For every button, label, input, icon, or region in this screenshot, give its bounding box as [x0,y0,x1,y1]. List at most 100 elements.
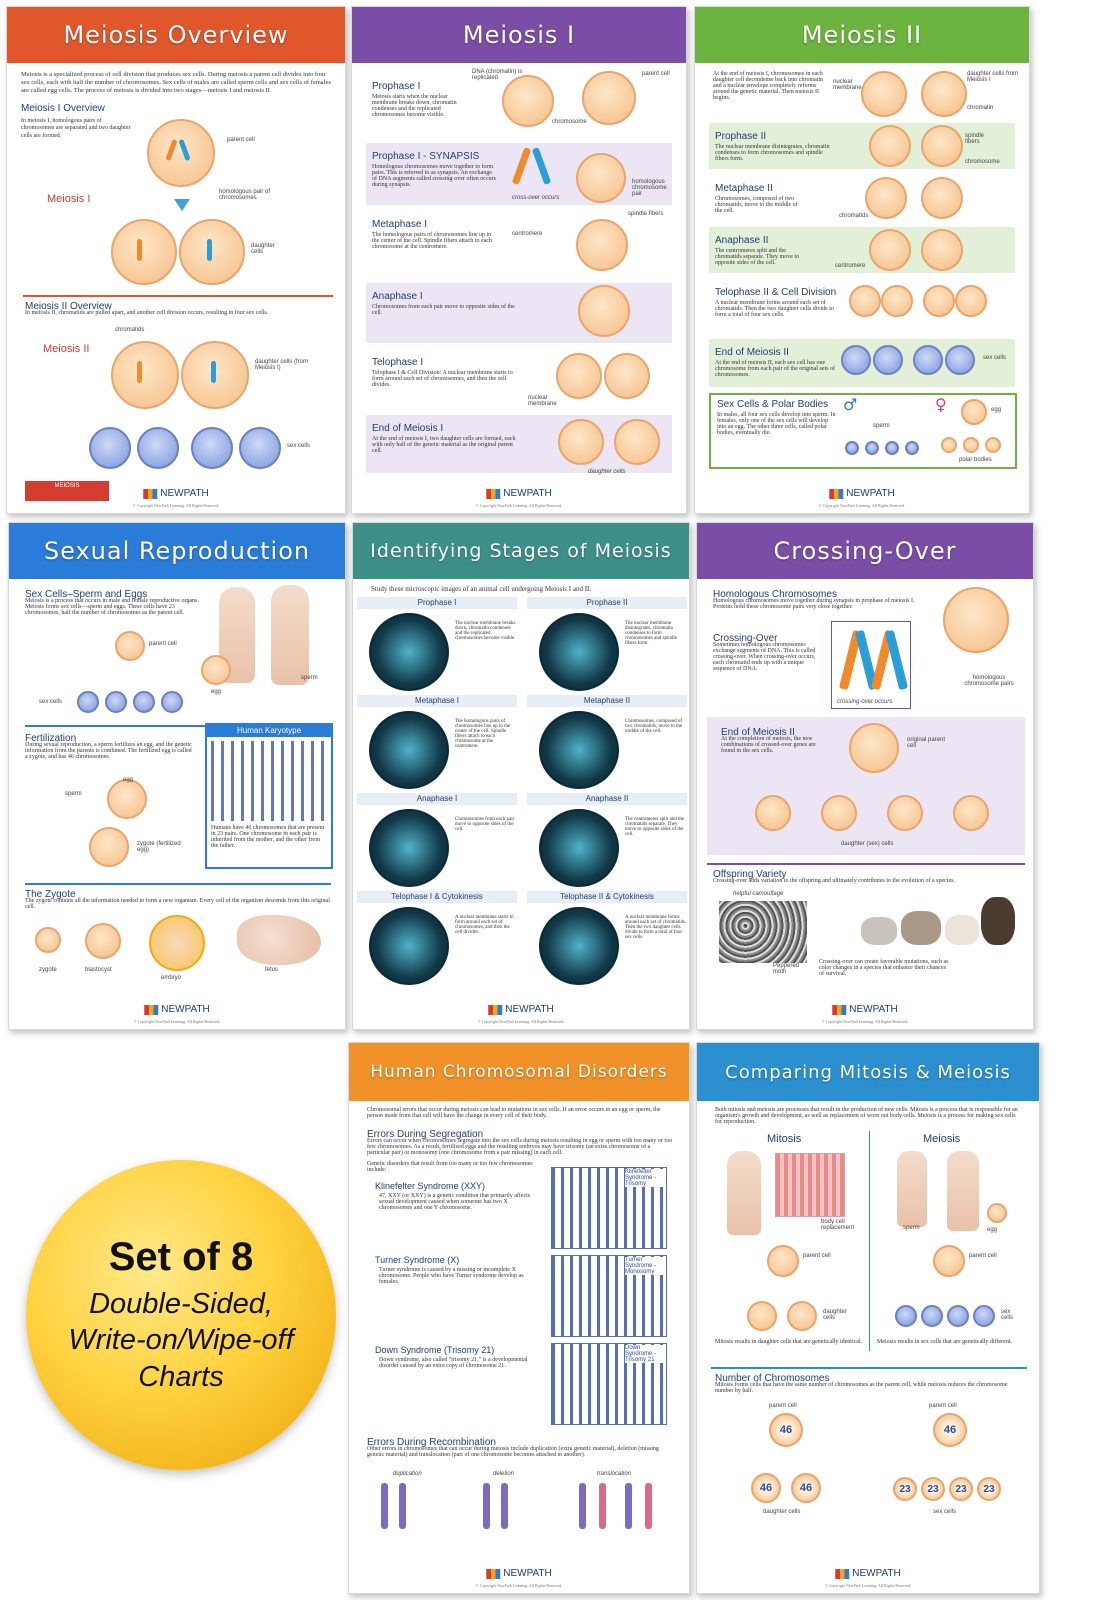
section-title: Fertilization [25,733,77,744]
stage-band: Anaphase II The centromeres split and th… [709,227,1015,273]
section-text: During sexual reproduction, a sperm fert… [25,742,192,760]
chart-intro: Study these microscopic images of an ani… [371,585,592,593]
stage-label: Anaphase II [527,793,687,805]
karyotype-box: Human Karyotype Humans have 46 chromosom… [205,723,333,869]
polar-body [941,437,957,453]
section-title: Errors During Segregation [367,1129,484,1140]
label-nuclear-membrane: nuclear membrane [528,395,557,407]
daughter-cell [747,1301,777,1331]
stage-band: Prophase II The nuclear membrane disinte… [709,123,1015,169]
newpath-logo: NEWPATH [829,488,895,499]
cell-illustration [921,125,963,167]
stage-title: End of Meiosis I [372,423,444,434]
chromosome [531,146,552,186]
micrograph-image [539,809,619,887]
stage-text: The centromeres split and the chromatids… [715,248,800,266]
newpath-logo: NEWPATH [832,1004,898,1015]
chart-header: Meiosis II [695,7,1029,63]
sex-cell [133,691,155,713]
chromosome [625,1483,632,1529]
label-spindle: spindle fibers [628,211,664,217]
daughter-cell-illustration [111,341,179,409]
stage-text: A nuclear membrane forms around each set… [715,300,834,318]
daughter-cell [887,795,923,831]
label-parent-cell: parent cell [769,1403,797,1409]
daughter-cell [755,795,791,831]
chart-header: Meiosis I [352,7,686,63]
section-text: Mitosis forms cells that have the same n… [715,1382,1008,1394]
meiosis-result: Meiosis results in sex cells that are ge… [877,1339,1013,1345]
label-homologous: homologous chromosome pairs [964,675,1014,687]
sperm-cell [845,441,859,455]
section-text: Meiosis is a process that occurs in male… [25,598,199,616]
label-egg: egg [987,1227,998,1233]
stage-title: Metaphase I [372,219,428,230]
label-blastocyst: blastocyst [85,967,112,973]
disorder-text: Turner syndrome is caused by a missing o… [379,1267,524,1285]
chromosome-count-circle: 46 [769,1413,803,1447]
chromosome-count-circle: 23 [893,1477,917,1501]
label-daughter-cells: daughter (sex) cells [841,841,894,847]
label-sperm: sperm [65,791,82,797]
label-daughter-cells-2: daughter cells (from Meiosis I) [255,359,309,371]
chromosome [511,146,532,186]
label-duplication: duplication [393,1471,422,1477]
chromosome [211,361,216,383]
chart-intro: Both mitosis and meiosis are processes t… [715,1107,1018,1125]
copyright: © Copyright NewPath Learning. All Rights… [821,1019,909,1024]
chart-comparing: Comparing Mitosis & Meiosis Both mitosis… [696,1042,1040,1594]
chart-chromosomal-disorders: Human Chromosomal Disorders Chromosomal … [348,1042,690,1594]
disorder-tag: Klinefelter Syndrome - Trisomy [625,1169,665,1187]
label-egg: egg [991,407,1002,413]
divider [25,725,331,727]
sex-cell [947,1305,969,1327]
section-title: Meiosis II Overview [25,301,112,312]
cat-1 [861,917,897,945]
stage-label: Prophase I [357,597,517,609]
divider [707,863,1025,865]
micrograph-image [369,711,449,789]
cell-illustration [943,587,1009,653]
cell-illustration [921,177,963,219]
logo-icon [835,1568,850,1579]
label-parent-cell: parent cell [227,137,255,143]
daughter-cell-illustration [179,219,245,285]
copyright: © Copyright NewPath Learning. All Rights… [477,1019,565,1024]
cell-illustration [923,285,955,317]
cell-illustration [869,229,911,271]
cat-2 [901,911,941,945]
chromosome [381,1483,388,1529]
sex-cell [137,427,179,469]
sex-cell [945,345,975,375]
recombination-illustration [373,1483,669,1533]
newpath-logo: NEWPATH [144,1004,210,1015]
badge-title: Set of 8 [108,1235,254,1280]
label-sex-cells: sex cells [1001,1309,1014,1321]
chromosome [207,239,212,261]
egg-cell [987,1203,1007,1223]
label-homologous: homologous chromosome pair [632,179,667,197]
copyright: © Copyright NewPath Learning. All Rights… [475,1583,563,1588]
label-centromere: centromere [835,263,866,269]
tissue-image [775,1153,845,1217]
sperm-cell [865,441,879,455]
logo-text: NEWPATH [160,488,209,499]
stage-title: Prophase II [715,131,767,142]
stage-text: Meiosis starts when the nuclear membrane… [372,94,457,118]
stage-label: Metaphase II [527,695,687,707]
cell-illustration [576,219,628,271]
daughter-cell [787,1301,817,1331]
chart-intro: Chromosomal errors that occur during mei… [367,1107,661,1119]
label-sex-cells: sex cells [983,355,1007,361]
section-text: Errors can occur when chromosomes segreg… [367,1138,673,1156]
label-body-cell: body cell replacement [821,1219,855,1231]
disorder-title: Down Syndrome (Trisomy 21) [375,1345,495,1355]
label-sex-cells: sex cells [933,1509,957,1515]
daughter-cell [953,795,989,831]
arrow-down [174,199,190,211]
chart-header: Comparing Mitosis & Meiosis [697,1043,1039,1101]
stage-title: Telophase II & Cell Division [715,287,837,298]
label-parent-cell: parent cell [149,641,177,647]
cell-illustration [558,419,604,465]
